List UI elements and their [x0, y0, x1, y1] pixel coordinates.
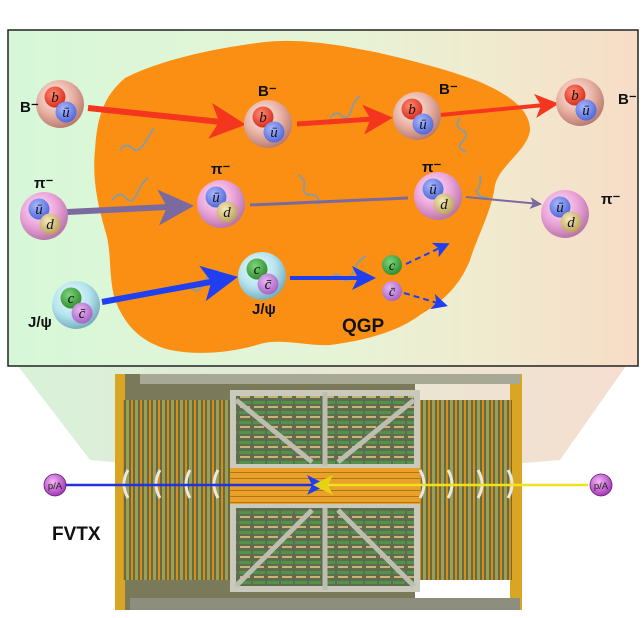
- particle-label: B⁻: [258, 83, 277, 100]
- quark-symbol: ū: [35, 202, 43, 218]
- beam-particle-label: p/A: [594, 481, 609, 492]
- quark-symbol: d: [440, 197, 448, 213]
- jpsi-track: [101, 242, 450, 310]
- quark: [55, 101, 77, 123]
- particle-label: B⁻: [439, 81, 458, 98]
- pion-particle: ūd π⁻: [20, 175, 68, 240]
- particle-label: B⁻: [618, 91, 637, 108]
- particle-label: J/ψ: [252, 301, 276, 318]
- quark-symbol: ū: [212, 190, 220, 206]
- beam-particle-left: p/A: [43, 473, 67, 497]
- detector-label: FVTX: [52, 524, 101, 545]
- fvtx-detector: [115, 374, 522, 610]
- B-meson-particle: bū B⁻: [20, 80, 84, 128]
- quark-symbol: ū: [556, 200, 564, 216]
- B-meson-particle: bū B⁻: [556, 78, 637, 126]
- particle-label: π⁻: [422, 159, 441, 176]
- quark-symbol: ū: [429, 182, 437, 198]
- quark-symbol: c̄: [265, 277, 272, 293]
- gluon-wiggle: [456, 117, 467, 153]
- quark: [412, 113, 434, 135]
- quark: [433, 193, 455, 215]
- particle-label: J/ψ: [28, 314, 52, 331]
- B-meson-particle: bū B⁻: [393, 81, 458, 140]
- quark: [28, 198, 50, 220]
- quark: [263, 121, 285, 143]
- quark: [422, 178, 444, 200]
- jpsi-particle: cc̄ J/ψ: [238, 252, 286, 318]
- quark-symbol: c: [68, 291, 75, 307]
- quark-symbol: d: [567, 215, 575, 231]
- quark-symbol: c̄: [389, 285, 396, 300]
- quark-symbol: c: [254, 262, 261, 278]
- pion-particle: ūd π⁻: [414, 159, 462, 220]
- free-charm-quark: [382, 255, 402, 275]
- quark: [549, 196, 571, 218]
- quark-symbol: ū: [270, 125, 278, 141]
- quark-symbol: ū: [62, 105, 70, 121]
- quark: [252, 106, 274, 128]
- beam-particle-right: p/A: [589, 473, 613, 497]
- jpsi-particle: c c̄: [382, 255, 402, 301]
- pion-particle: ūd π⁻: [197, 161, 245, 228]
- quark: [205, 186, 227, 208]
- particle-label: B⁻: [20, 99, 39, 116]
- quark: [564, 84, 586, 106]
- quark-symbol: c̄: [79, 306, 86, 322]
- particle-label: π⁻: [34, 175, 53, 192]
- quark-symbol: b: [408, 102, 416, 118]
- pion-particle: ūd π⁻: [541, 190, 620, 238]
- beam-particle-label: p/A: [48, 481, 63, 492]
- B-meson-particle: bū B⁻: [244, 83, 292, 148]
- quark: [60, 287, 82, 309]
- quark: [44, 86, 66, 108]
- b-meson-track: [87, 93, 559, 139]
- quark-symbol: d: [223, 205, 231, 221]
- jpsi-particle: cc̄ J/ψ: [28, 281, 100, 331]
- free-anticharm-quark: [382, 281, 402, 301]
- particle-label: π⁻: [601, 191, 620, 208]
- quark-symbol: c: [389, 259, 396, 274]
- quark-symbol: b: [571, 88, 579, 104]
- quark-symbol: b: [51, 90, 59, 106]
- quark: [575, 99, 597, 121]
- gluon-wiggle: [329, 95, 361, 119]
- quark: [246, 258, 268, 280]
- gluon-wiggle: [111, 177, 149, 202]
- gluon-wiggle: [119, 127, 155, 152]
- particle-label: π⁻: [211, 161, 230, 178]
- gluon-wiggle: [297, 174, 320, 206]
- quark-symbol: b: [259, 110, 267, 126]
- qgp-label: QGP: [342, 316, 385, 337]
- quark: [216, 201, 238, 223]
- gluon-wiggle: [474, 174, 489, 199]
- quark: [71, 302, 93, 324]
- quark: [560, 211, 582, 233]
- quark: [39, 213, 61, 235]
- quark-symbol: ū: [419, 117, 427, 133]
- quark-symbol: d: [46, 217, 54, 233]
- quark: [257, 273, 279, 295]
- quark-symbol: ū: [582, 103, 590, 119]
- pion-track: [66, 189, 542, 226]
- quark: [401, 98, 423, 120]
